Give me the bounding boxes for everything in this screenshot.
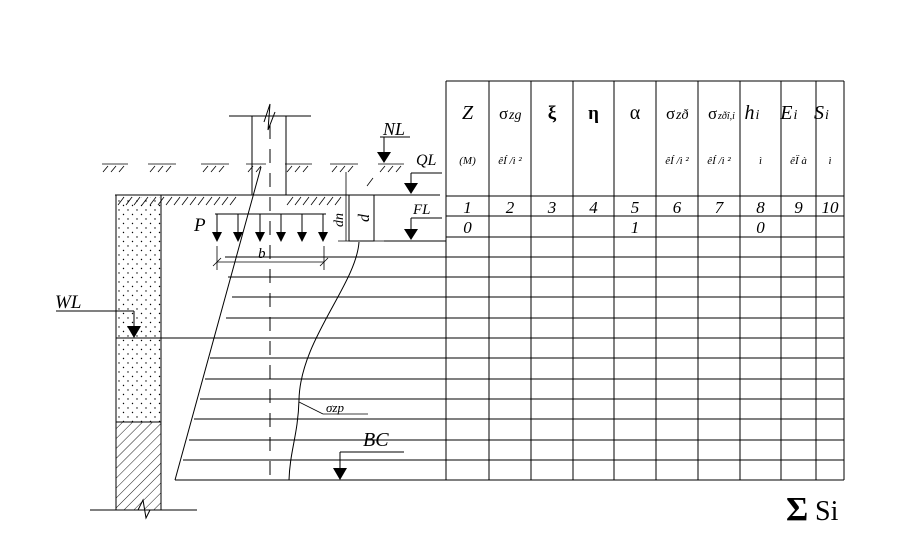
table-header-subscript: i xyxy=(825,108,829,123)
calculation-table xyxy=(445,80,845,481)
table-column-number: 1 xyxy=(463,198,472,217)
planned-surface xyxy=(115,177,440,206)
table-header-unit: (M) xyxy=(459,155,476,167)
width-dimension xyxy=(212,246,329,270)
ground-surface-hatch xyxy=(102,163,404,173)
table-header-unit: êÍ /ì ² xyxy=(665,155,689,167)
table-header-symbol: ξ xyxy=(548,103,557,124)
nl-label: NL xyxy=(382,119,405,139)
fl-marker xyxy=(384,217,446,242)
table-cell: 0 xyxy=(463,218,472,237)
table-header-symbol: Z xyxy=(462,102,474,124)
table-header-unit: êÏ à xyxy=(790,155,807,167)
table-header-unit: ì xyxy=(828,155,831,167)
table-column-number: 5 xyxy=(631,198,640,217)
depth-dn-label: dn xyxy=(332,213,347,227)
table-header-symbol: σ xyxy=(708,104,717,123)
borehole-column xyxy=(90,195,197,520)
bc-label: BC xyxy=(363,429,389,451)
nl-marker xyxy=(377,136,410,163)
table-column-number: 3 xyxy=(547,198,557,217)
szp-label: σzp xyxy=(326,400,344,415)
table-header-symbol: σ xyxy=(499,104,508,123)
table-header-symbol: S xyxy=(814,102,824,124)
table-header-unit: êÍ /ì ² xyxy=(707,155,731,167)
sum-text: Si xyxy=(815,496,839,527)
ql-marker xyxy=(404,172,442,194)
column-structure xyxy=(229,103,311,195)
table-header-subscript: i xyxy=(756,108,760,123)
fl-label: FL xyxy=(412,202,431,218)
table-column-number: 9 xyxy=(794,198,803,217)
soil-layer-lines xyxy=(175,256,446,481)
szp-curve xyxy=(288,241,360,481)
bc-marker xyxy=(333,451,404,480)
load-p-label: P xyxy=(193,215,206,236)
table-header-symbol: α xyxy=(630,102,641,124)
table-column-number: 6 xyxy=(673,198,682,217)
szp-leader xyxy=(298,401,324,415)
table-cell: 1 xyxy=(631,218,640,237)
table-column-number: 10 xyxy=(822,198,840,217)
table-header-unit: êÍ /ì ² xyxy=(498,155,522,167)
depth-d-label: d xyxy=(356,213,373,222)
table-cell: 0 xyxy=(756,218,765,237)
table-column-number: 4 xyxy=(589,198,598,217)
table-first-row: 0 1 0 xyxy=(463,218,765,237)
depth-dimension xyxy=(338,172,384,242)
distributed-load xyxy=(212,213,328,242)
table-header-symbol: E xyxy=(779,102,792,124)
table-header-symbol: σ xyxy=(666,104,675,123)
table-header-unit: ì xyxy=(759,155,762,167)
stress-boundary-line xyxy=(174,166,262,481)
table-column-number: 8 xyxy=(756,198,765,217)
water-level xyxy=(56,310,446,339)
table-header-symbol: η xyxy=(588,103,599,124)
ql-label: QL xyxy=(416,152,437,169)
table-column-number: 7 xyxy=(715,198,725,217)
table-header-subscript: i xyxy=(794,108,798,123)
wl-label: WL xyxy=(55,292,81,313)
table-header-subscript: zð xyxy=(675,108,688,123)
width-b-label: b xyxy=(258,246,266,262)
table-column-number: 2 xyxy=(506,198,515,217)
table-header-subscript: zðî,i xyxy=(717,111,735,122)
sum-symbol: Σ xyxy=(786,491,808,528)
table-column-numbers: 1 2 3 4 5 6 7 8 9 10 xyxy=(463,198,839,217)
table-header-subscript: zg xyxy=(508,108,521,123)
table-header-symbol: h xyxy=(745,102,755,124)
